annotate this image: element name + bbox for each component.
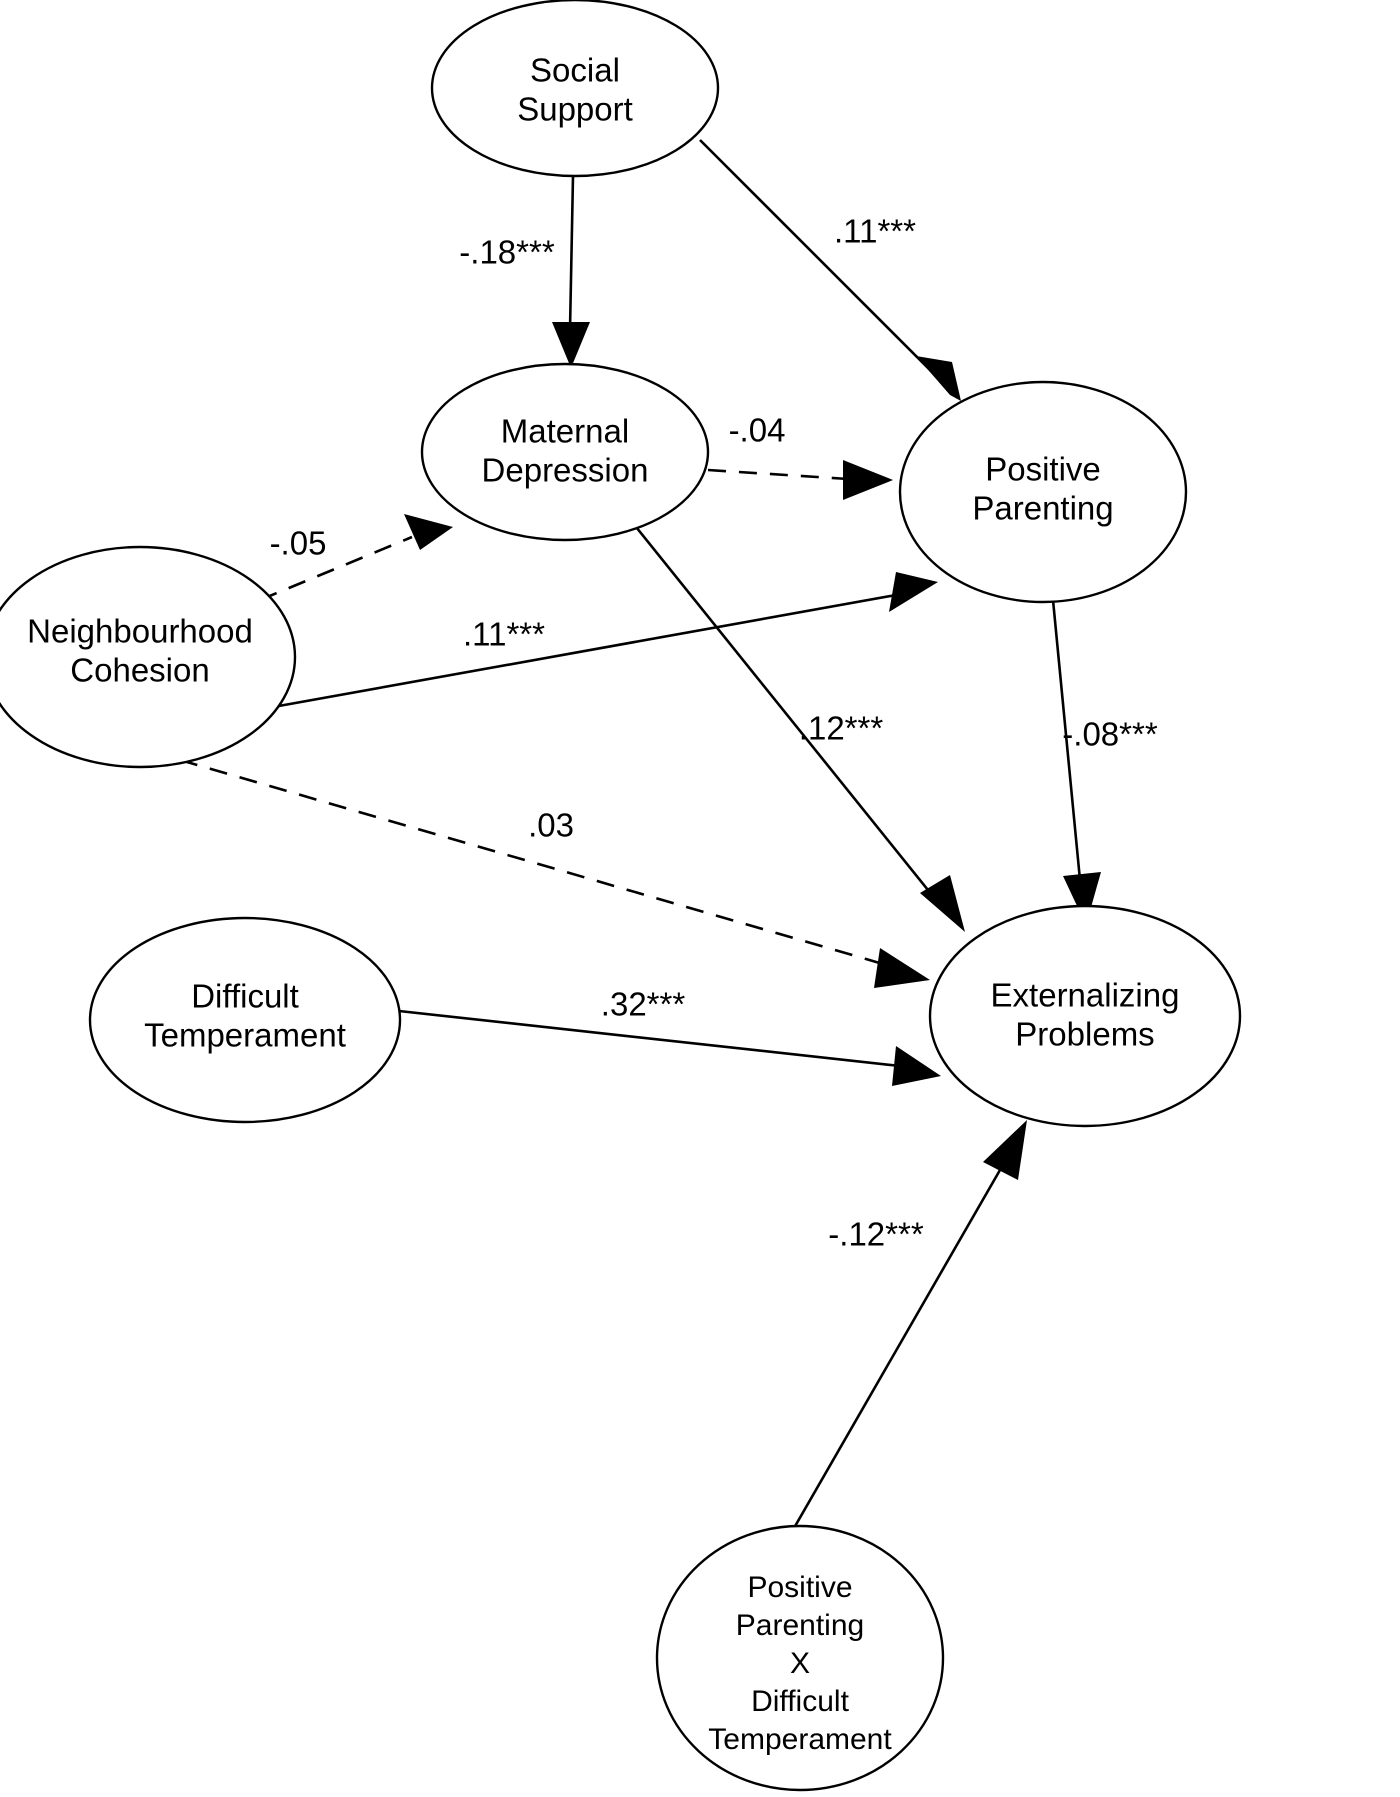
node-label-maternal-depression-line1: Maternal [501, 413, 629, 450]
node-label-difficult-temperament-line1: Difficult [191, 978, 299, 1015]
arrow-head-md-ex [920, 875, 965, 932]
node-label-interaction-line5: Temperament [708, 1723, 892, 1756]
edge-maternal-depression-to-externalizing: .12*** [630, 521, 965, 932]
node-label-maternal-depression-line2: Depression [482, 452, 649, 489]
node-social-support[interactable]: Social Support [430, 0, 720, 178]
edge-label-ss-pp: .11*** [834, 213, 916, 250]
node-label-externalizing-problems-line1: Externalizing [991, 977, 1180, 1014]
node-ellipse-maternal-depression[interactable] [420, 362, 710, 542]
edge-line-ss-pp [699, 139, 936, 376]
node-label-positive-parenting-line2: Parenting [972, 490, 1113, 527]
node-externalizing-problems[interactable]: Externalizing Problems [928, 904, 1242, 1128]
edge-label-dt-ex: .32*** [601, 986, 686, 1023]
edge-neighbourhood-to-maternal-depression: -.05 [259, 514, 453, 602]
edge-line-dt-ex [398, 1009, 901, 1068]
edge-neighbourhood-to-externalizing: .03 [179, 758, 930, 988]
arrow-head-md-pp [843, 460, 893, 500]
arrow-head-nc-md [404, 514, 453, 550]
edge-label-md-pp: -.04 [729, 412, 786, 449]
node-label-positive-parenting-line1: Positive [985, 451, 1101, 488]
node-label-social-support-line1: Social [530, 52, 620, 89]
arrow-head-dt-ex [892, 1046, 941, 1086]
node-ellipse-positive-parenting[interactable] [898, 380, 1188, 604]
edge-interaction-to-externalizing: -.12*** [788, 1120, 1027, 1536]
arrow-head-ss-md [552, 322, 590, 368]
edge-label-nc-pp: .11*** [463, 616, 545, 653]
edge-line-nc-md [259, 535, 413, 602]
node-label-interaction-line1: Positive [747, 1571, 852, 1604]
node-ellipse-interaction-term[interactable] [655, 1524, 945, 1792]
node-difficult-temperament[interactable]: Difficult Temperament [88, 916, 402, 1124]
node-label-interaction-line4: Difficult [751, 1685, 849, 1718]
edge-label-nc-ex: .03 [528, 807, 574, 844]
edge-social-support-to-maternal-depression: -.18*** [459, 175, 590, 368]
node-label-social-support-line2: Support [517, 91, 633, 128]
edge-line-ss-md [568, 175, 575, 331]
edge-line-md-ex [630, 521, 938, 901]
edge-line-pp-ex [1051, 599, 1082, 881]
arrow-head-nc-ex [874, 948, 930, 988]
node-interaction-term[interactable]: Positive Parenting X Difficult Temperame… [655, 1524, 945, 1792]
node-neighbourhood-cohesion[interactable]: Neighbourhood Cohesion [0, 545, 297, 769]
node-label-neighbourhood-cohesion-line1: Neighbourhood [27, 613, 253, 650]
edge-positive-parenting-to-externalizing: -.08*** [1051, 599, 1158, 925]
edge-label-int-ex: -.12*** [828, 1216, 924, 1253]
arrow-head-pp-ex [1063, 872, 1101, 925]
node-ellipse-social-support[interactable] [430, 0, 720, 178]
edge-line-int-ex [788, 1169, 1002, 1536]
edge-difficult-temperament-to-externalizing: .32*** [398, 986, 941, 1086]
node-label-interaction-line3: X [790, 1647, 810, 1680]
arrow-head-int-ex [983, 1120, 1027, 1180]
node-ellipse-neighbourhood-cohesion[interactable] [0, 545, 297, 769]
node-maternal-depression[interactable]: Maternal Depression [420, 362, 710, 542]
arrow-head-ss-pp [916, 356, 961, 401]
edge-maternal-depression-to-positive-parenting: -.04 [707, 412, 893, 500]
edge-label-nc-md: -.05 [270, 525, 327, 562]
edge-line-md-pp [707, 468, 849, 481]
node-label-interaction-line2: Parenting [736, 1609, 864, 1642]
node-label-externalizing-problems-line2: Problems [1015, 1016, 1154, 1053]
node-ellipse-externalizing-problems[interactable] [928, 904, 1242, 1128]
node-positive-parenting[interactable]: Positive Parenting [898, 380, 1188, 604]
arrow-head-nc-pp [889, 572, 938, 612]
edge-label-ss-md: -.18*** [459, 234, 555, 271]
edge-label-pp-ex: -.08*** [1062, 716, 1158, 753]
node-label-neighbourhood-cohesion-line2: Cohesion [70, 652, 209, 689]
node-ellipse-difficult-temperament[interactable] [88, 916, 402, 1124]
node-label-difficult-temperament-line2: Temperament [144, 1017, 346, 1054]
edge-social-support-to-positive-parenting: .11*** [699, 139, 961, 401]
edge-neighbourhood-to-positive-parenting: .11*** [261, 572, 938, 711]
edge-line-nc-pp [261, 593, 897, 711]
edge-label-md-ex: .12*** [799, 710, 884, 747]
